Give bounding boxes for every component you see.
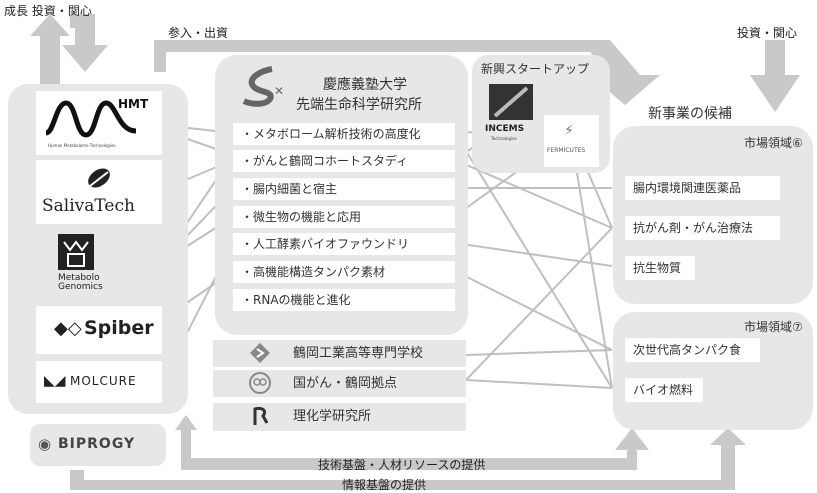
- company-name-metabologenomics: Metabolo Genomics: [58, 273, 103, 292]
- startup-name-incems: INCEMS: [485, 124, 525, 134]
- company-subtitle-hmt: Human Metabolome Technologies: [48, 143, 116, 148]
- company-logo-hmt: HMT Human Metabolome Technologies: [36, 91, 162, 155]
- riken-icon: [253, 407, 269, 425]
- keio-item: ・RNAの機能と進化: [233, 289, 455, 311]
- market-domain-7-panel: [613, 312, 813, 430]
- company-logo-metabologenomics: Metabolo Genomics: [36, 230, 162, 298]
- svg-text:✕: ✕: [274, 84, 284, 98]
- company-name-biprogy: BIPROGY: [58, 436, 136, 452]
- startups-title: 新興スタートアップ: [481, 62, 590, 76]
- metabologenomics-icon: [58, 234, 94, 270]
- entry-investment-label: 参入・出資: [168, 26, 229, 40]
- keio-item: ・がんと鶴岡コホートスタディ: [233, 150, 455, 172]
- company-name-hmt: HMT: [118, 97, 149, 111]
- institution-kosen: 鶴岡工業高等専門学校: [213, 340, 466, 367]
- spiber-diamond-icon: ◆◇: [54, 318, 82, 339]
- hmt-logo-icon: [44, 100, 137, 138]
- institution-label: 鶴岡工業高等専門学校: [293, 346, 424, 361]
- keio-item: ・高機能構造タンパク素材: [233, 261, 455, 283]
- market-item: バイオ燃料: [625, 378, 703, 402]
- market-domain-6-label: 市場領域⑥: [744, 136, 803, 150]
- keio-item: ・腸内細菌と宿主: [233, 178, 455, 200]
- keio-title-line2: 先端生命科学研究所: [296, 97, 422, 113]
- tech-resource-label: 技術基盤・人材リソースの提供: [318, 458, 486, 472]
- market-item: 抗がん剤・がん治療法: [625, 216, 780, 240]
- company-name-molcure: MOLCURE: [70, 374, 137, 388]
- right-investment-label: 投資・関心: [737, 26, 798, 40]
- startup-name-fermicutes: FERMICUTES: [547, 147, 586, 154]
- investment-down-arrowhead: [62, 14, 108, 72]
- keio-item: ・人工酵素バイオファウンドリ: [233, 233, 455, 255]
- startup-logo-incems: INCEMS Technologies: [483, 80, 539, 146]
- market-item: 抗生物質: [625, 256, 695, 280]
- company-logo-spiber: ◆◇ Spiber: [36, 306, 162, 354]
- institution-label: 国がん・鶴岡拠点: [293, 376, 398, 391]
- market-domain-7-label: 市場領域⑦: [744, 320, 803, 334]
- market-item: 次世代高タンパク食: [625, 338, 760, 362]
- info-resource-arrow: [70, 428, 746, 490]
- keio-title-line1: 慶應義塾大学: [323, 77, 407, 93]
- growth-investment-label: 成長 投資・関心: [4, 4, 92, 18]
- keio-logo-icon: ✕: [242, 66, 284, 107]
- keio-item: ・微生物の機能と応用: [233, 206, 455, 228]
- biprogy-icon: ◉: [38, 435, 52, 453]
- new-business-title: 新事業の候補: [648, 106, 732, 122]
- startup-subtitle-incems: Technologies: [491, 136, 517, 141]
- institution-ncc: 国がん・鶴岡拠点: [213, 370, 466, 397]
- startup-logo-fermicutes: ⚡ FERMICUTES: [544, 115, 599, 167]
- salivatech-drop-icon: [88, 168, 110, 188]
- institution-riken: 理化学研究所: [213, 403, 466, 431]
- kosen-icon: [250, 343, 270, 363]
- growth-up-arrow: [30, 14, 70, 84]
- company-logo-salivatech: SalivaTech: [36, 160, 162, 224]
- molcure-icon: ◣◢: [44, 373, 66, 389]
- company-logo-molcure: ◣◢ MOLCURE: [36, 361, 162, 403]
- fermicutes-icon: ⚡: [564, 123, 574, 139]
- company-name-salivatech: SalivaTech: [42, 196, 135, 216]
- incems-logo-icon: [489, 84, 533, 120]
- market-item: 腸内環境関連医薬品: [625, 176, 780, 200]
- company-name-spiber: Spiber: [84, 317, 154, 339]
- institution-label: 理化学研究所: [293, 409, 372, 424]
- tech-resource-arrow: [175, 415, 649, 470]
- ncc-icon: [249, 372, 271, 394]
- info-resource-label: 情報基盤の提供: [342, 478, 427, 492]
- right-investment-arrow: [750, 40, 800, 112]
- entry-investment-arrow: [154, 40, 660, 105]
- keio-item: ・メタボローム解析技術の高度化: [233, 123, 455, 145]
- company-logo-biprogy: ◉ BIPROGY: [30, 424, 166, 466]
